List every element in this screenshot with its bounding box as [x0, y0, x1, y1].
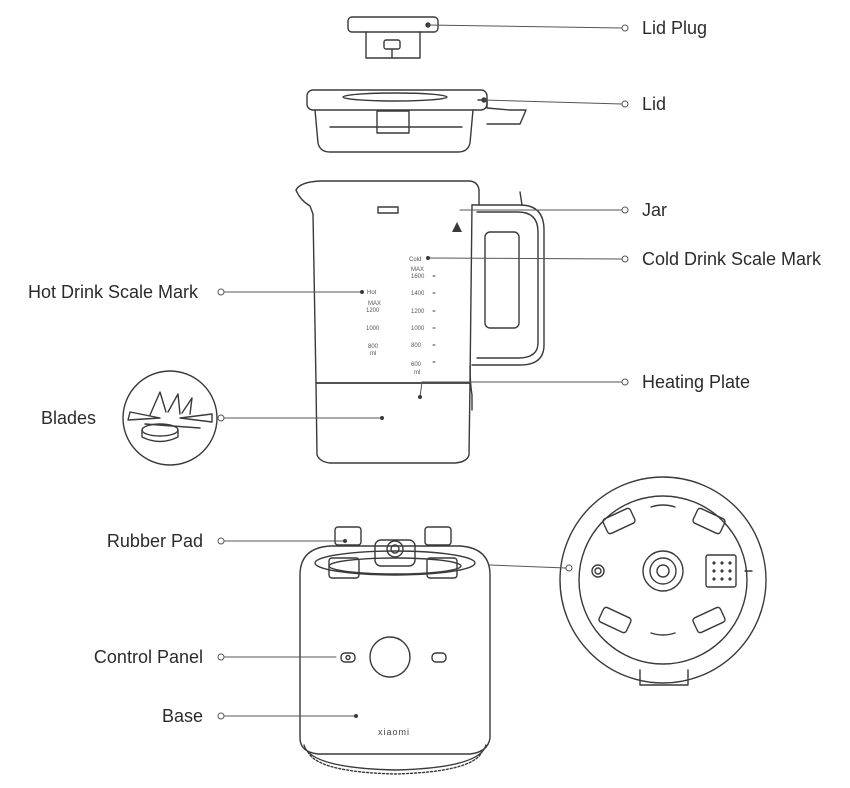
max-left-text: MAX [368, 301, 381, 307]
scale-800-left: 800 [368, 344, 379, 350]
scale-1000-left: 1000 [366, 326, 380, 332]
lid-plug-drawing [347, 16, 439, 59]
jar-label: Jar [642, 200, 668, 220]
brand-text: xiaomi [378, 727, 410, 737]
lid-label: Lid [642, 94, 667, 114]
lid-plug-label: Lid Plug [642, 18, 708, 38]
leader-lines [223, 24, 623, 717]
base-bottom-drawing [559, 476, 767, 686]
unit-right: ml [414, 370, 420, 376]
base-drawing [299, 526, 491, 775]
scale-1000-right: 1000 [411, 326, 425, 332]
scale-1600: 1600 [411, 274, 425, 280]
rubber-pad-label: Rubber Pad [106, 531, 203, 551]
control-panel-label: Control Panel [93, 647, 203, 667]
unit-left: ml [370, 351, 376, 357]
blades-label: Blades [40, 408, 96, 428]
scale-1400: 1400 [411, 291, 425, 297]
hot-mark-text: Hot [367, 290, 377, 296]
scale-800-right: 800 [411, 343, 422, 349]
cold-drink-scale-label: Cold Drink Scale Mark [642, 249, 822, 269]
blades-drawing [122, 370, 218, 466]
scale-1200-right: 1200 [411, 309, 425, 315]
jar-scale-marks: Cold MAX 1600 1400 1200 1000 800 600 ml … [366, 257, 425, 376]
lid-drawing [306, 89, 527, 153]
cold-mark-text: Cold [409, 257, 421, 263]
scale-600: 600 [411, 362, 422, 368]
max-right-text: MAX [411, 267, 424, 273]
jar-drawing [295, 180, 545, 464]
scale-1200-left: 1200 [366, 308, 380, 314]
hot-drink-scale-label: Hot Drink Scale Mark [27, 282, 198, 302]
heating-plate-label: Heating Plate [642, 372, 751, 392]
base-label: Base [161, 706, 203, 726]
